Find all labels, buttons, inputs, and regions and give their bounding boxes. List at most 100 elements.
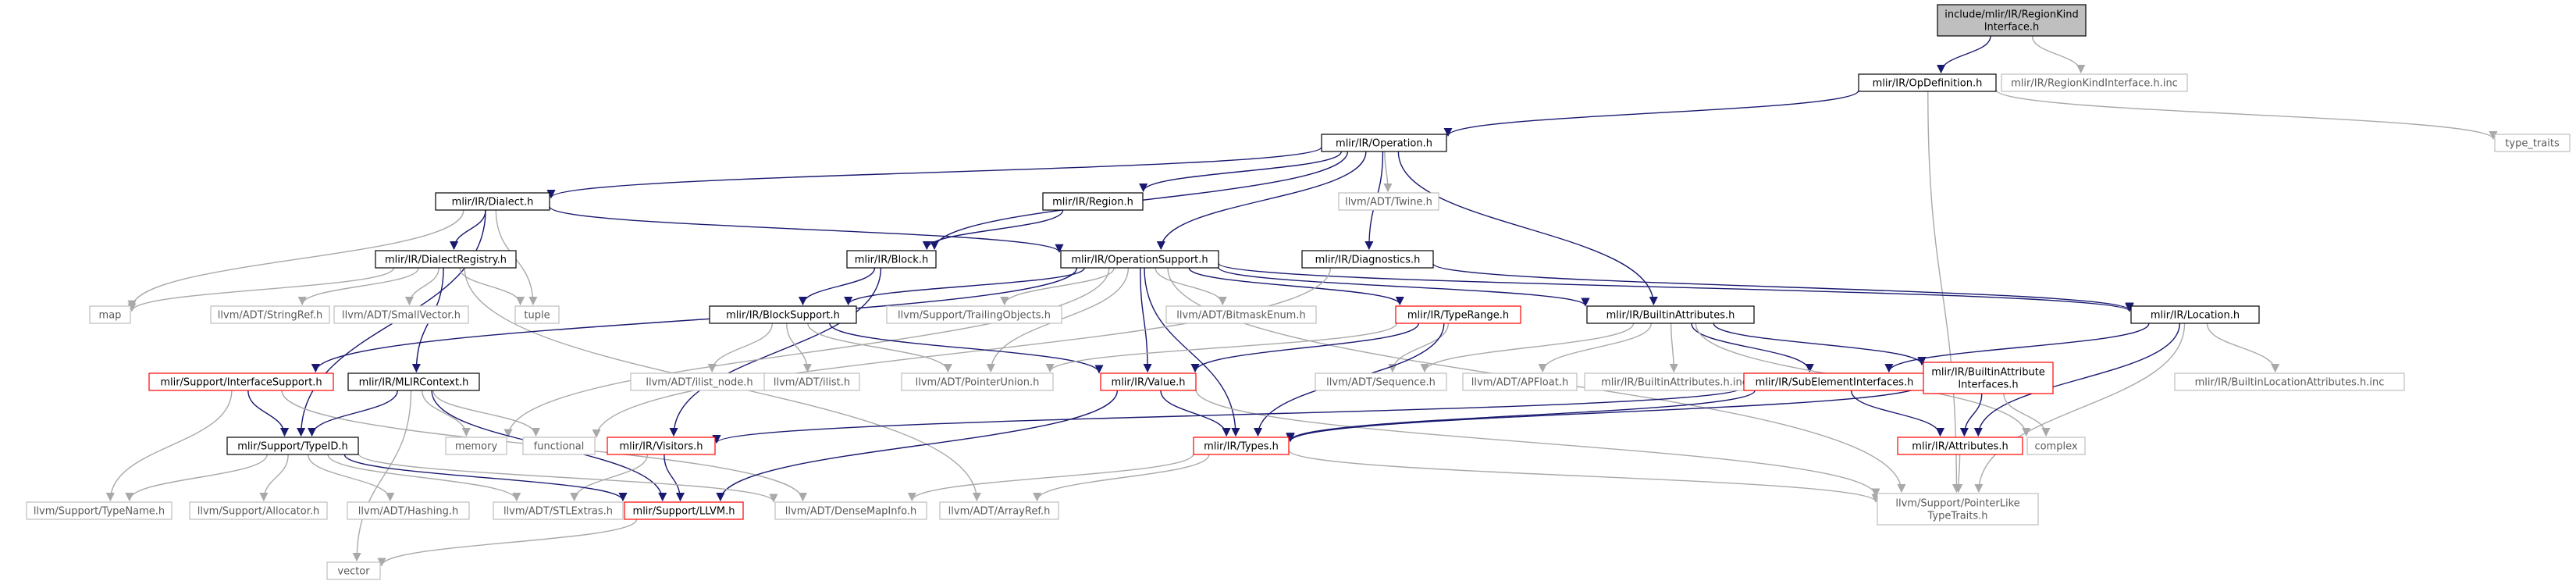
node-dialect[interactable]: mlir/IR/Dialect.h: [435, 192, 550, 211]
node-box: [514, 305, 560, 324]
node-visitors[interactable]: mlir/IR/Visitors.h: [607, 437, 716, 455]
node-box: [435, 192, 550, 211]
node-pointerunion[interactable]: llvm/ADT/PointerUnion.h: [901, 372, 1054, 391]
node-diagnostics[interactable]: mlir/IR/Diagnostics.h: [1301, 250, 1434, 269]
node-complex[interactable]: complex: [2026, 437, 2086, 455]
node-sequence[interactable]: llvm/ADT/Sequence.h: [1315, 372, 1447, 391]
node-label: mlir/Support/LLVM.h: [633, 506, 735, 518]
node-typetraits[interactable]: type_traits: [2494, 134, 2571, 152]
node-box: [1395, 305, 1521, 324]
node-builtinattrs[interactable]: mlir/IR/BuiltinAttributes.h: [1586, 305, 1755, 324]
node-box: [226, 437, 359, 455]
node-typeid[interactable]: mlir/Support/TypeID.h: [226, 437, 359, 455]
node-tuple[interactable]: tuple: [514, 305, 560, 324]
node-label: llvm/Support/Allocator.h: [197, 506, 320, 518]
node-blocksupport[interactable]: mlir/IR/BlockSupport.h: [709, 305, 857, 324]
node-box: [333, 305, 469, 324]
node-label: mlir/IR/Dialect.h: [452, 197, 534, 208]
node-block[interactable]: mlir/IR/Block.h: [846, 250, 937, 269]
node-label: llvm/ADT/BitmaskEnum.h: [1176, 310, 1305, 322]
edge-typeid-to-allocator: [259, 454, 289, 502]
edge-types-to-ptrliketraits: [1288, 449, 1880, 503]
node-rkinc[interactable]: mlir/IR/RegionKindInterface.h.inc: [2001, 73, 2188, 92]
node-twine[interactable]: llvm/ADT/Twine.h: [1338, 192, 1439, 211]
edge-llvmh-to-vector: [377, 519, 638, 567]
edge-dialect-to-dialectreg: [449, 209, 486, 251]
node-bitmaskenum[interactable]: llvm/ADT/BitmaskEnum.h: [1165, 305, 1317, 324]
node-box: [709, 305, 857, 324]
node-attributes[interactable]: mlir/IR/Attributes.h: [1897, 437, 2023, 455]
edge-opsupport-to-ifacesupport: [311, 267, 1078, 373]
node-label: mlir/IR/Operation.h: [1336, 138, 1432, 150]
edge-visitors-to-llvmh: [664, 454, 685, 502]
node-location[interactable]: mlir/IR/Location.h: [2130, 305, 2260, 324]
edge-opsupport-to-blocksupport: [844, 267, 1085, 306]
node-label: llvm/ADT/ilist_node.h: [646, 377, 753, 389]
edge-dialect-to-map: [127, 209, 464, 309]
node-typerange[interactable]: mlir/IR/TypeRange.h: [1395, 305, 1521, 324]
node-mlircontext[interactable]: mlir/IR/MLIRContext.h: [347, 372, 480, 391]
edge-operation-to-twine: [1383, 151, 1393, 193]
node-operation[interactable]: mlir/IR/Operation.h: [1321, 134, 1447, 152]
node-subelem[interactable]: mlir/IR/SubElementInterfaces.h: [1743, 372, 1926, 391]
node-builtinlocinc[interactable]: mlir/IR/BuiltinLocationAttributes.h.inc: [2174, 372, 2405, 391]
node-typename[interactable]: llvm/Support/TypeName.h: [26, 501, 173, 520]
node-value[interactable]: mlir/IR/Value.h: [1100, 372, 1197, 391]
node-memory[interactable]: memory: [445, 437, 507, 455]
node-hashing[interactable]: llvm/ADT/Hashing.h: [347, 501, 470, 520]
node-types[interactable]: mlir/IR/Types.h: [1193, 437, 1290, 455]
node-box: [1897, 437, 2023, 455]
node-ifacesupport[interactable]: mlir/Support/InterfaceSupport.h: [148, 372, 334, 391]
node-stringref[interactable]: llvm/ADT/StringRef.h: [210, 305, 330, 324]
node-opdef[interactable]: mlir/IR/OpDefinition.h: [1858, 73, 1997, 92]
node-box: [326, 561, 381, 580]
node-label: mlir/IR/Types.h: [1204, 441, 1279, 453]
edge-opsupport-to-builtinattrs: [1218, 266, 1590, 307]
node-box: [774, 501, 927, 520]
edge-ifacesupport-to-typeid: [247, 390, 290, 437]
node-box: [1042, 192, 1144, 211]
node-box: [148, 372, 334, 391]
node-arrayref[interactable]: llvm/ADT/ArrayRef.h: [939, 501, 1059, 520]
edge-blocksupport-to-pointerunion: [807, 323, 952, 373]
node-label: llvm/ADT/Twine.h: [1345, 197, 1432, 208]
node-box: [347, 372, 480, 391]
node-label: llvm/ADT/Sequence.h: [1326, 377, 1436, 389]
node-dialectreg[interactable]: mlir/IR/DialectRegistry.h: [375, 250, 517, 269]
node-vector[interactable]: vector: [326, 561, 381, 580]
node-densemapinfo[interactable]: llvm/ADT/DenseMapInfo.h: [774, 501, 927, 520]
node-functional[interactable]: functional: [522, 437, 596, 455]
node-label: Interface.h: [1984, 22, 2040, 34]
node-apfloat[interactable]: llvm/ADT/APFloat.h: [1462, 372, 1578, 391]
node-label: mlir/IR/OpDefinition.h: [1873, 78, 1983, 90]
edge-blocksupport-to-value: [829, 323, 1104, 374]
node-llvmh[interactable]: mlir/Support/LLVM.h: [624, 501, 744, 520]
node-ilistnode[interactable]: llvm/ADT/ilist_node.h: [630, 372, 769, 391]
node-box: [939, 501, 1059, 520]
node-builtinattrsinc[interactable]: mlir/IR/BuiltinAttributes.h.inc: [1584, 372, 1765, 391]
node-map[interactable]: map: [89, 305, 131, 324]
node-box: [189, 501, 328, 520]
node-ilist[interactable]: llvm/ADT/ilist.h: [763, 372, 860, 391]
node-root: include/mlir/IR/RegionKindInterface.h: [1937, 4, 2087, 37]
edge-typeid-to-hashing: [307, 454, 395, 502]
edge-block-to-blocksupport: [798, 267, 876, 306]
edge-ifacesupport-to-typename: [105, 390, 233, 502]
edge-region-to-block: [922, 209, 1064, 251]
node-box: [1858, 73, 1997, 92]
node-opsupport[interactable]: mlir/IR/OperationSupport.h: [1060, 250, 1219, 269]
edge-builtinattrif-to-complex: [2003, 393, 2051, 437]
edge-typeid-to-llvmh: [343, 454, 628, 502]
node-label: mlir/IR/SubElementInterfaces.h: [1756, 377, 1914, 389]
node-allocator[interactable]: llvm/Support/Allocator.h: [189, 501, 328, 520]
node-region[interactable]: mlir/IR/Region.h: [1042, 192, 1144, 211]
edge-builtinattrif-to-types: [1286, 383, 1924, 443]
edge-mlircontext-to-vector: [352, 390, 412, 562]
node-trailingobj[interactable]: llvm/Support/TrailingObjects.h: [886, 305, 1062, 324]
node-smallvector[interactable]: llvm/ADT/SmallVector.h: [333, 305, 469, 324]
node-box: [1060, 250, 1219, 269]
node-stlextras[interactable]: llvm/ADT/STLExtras.h: [493, 501, 624, 520]
